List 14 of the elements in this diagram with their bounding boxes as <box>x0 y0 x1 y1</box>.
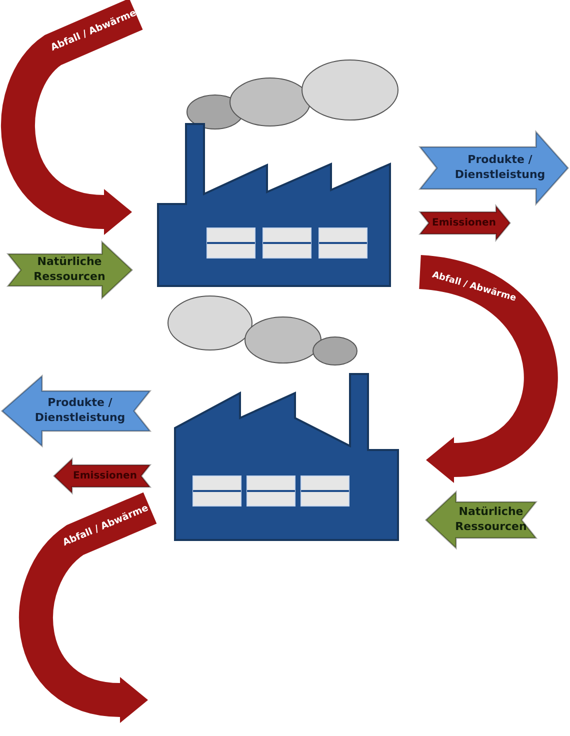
block-arrow <box>424 490 538 550</box>
edge-label: Emissionen <box>72 469 138 483</box>
edge-label: Natürliche Ressourcen <box>454 505 528 535</box>
block-arrow <box>418 130 569 206</box>
block-arrow <box>0 374 152 448</box>
edge-label: Produkte / Dienstleistung <box>454 153 546 183</box>
edge-label: Produkte / Dienstleistung <box>34 396 126 426</box>
block-arrow <box>6 240 134 300</box>
block-arrow <box>418 204 511 242</box>
curved-arrow <box>1 0 143 235</box>
curved-arrow <box>417 255 558 483</box>
edge-label: Emissionen <box>431 216 497 230</box>
block-arrow <box>52 457 152 495</box>
edge-label: Natürliche Ressourcen <box>32 255 106 285</box>
